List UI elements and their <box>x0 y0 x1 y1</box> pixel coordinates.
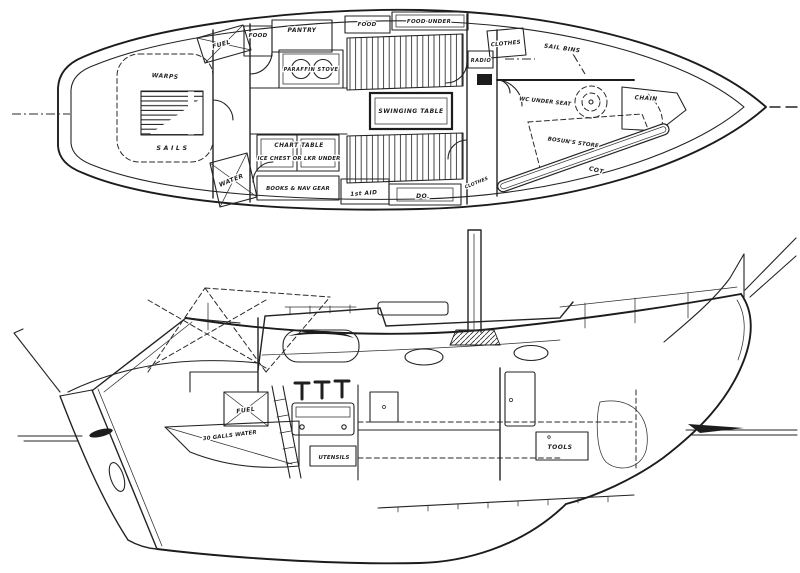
transom-counter <box>92 317 187 391</box>
label-paraffin-stove: PARAFFIN STOVE <box>284 67 339 73</box>
fuel-locker-profile <box>223 391 269 427</box>
profile-keel <box>156 503 567 565</box>
door-arcs <box>212 51 523 183</box>
label-chart-table: CHART TABLE <box>274 143 323 149</box>
cot-tube <box>497 123 670 193</box>
books-nav-locker <box>256 175 340 201</box>
food-locker-mid <box>344 15 391 34</box>
label-chain: CHAIN <box>634 95 657 103</box>
radio-block <box>477 74 492 85</box>
transom-inner <box>103 321 193 393</box>
plan-hull-outer <box>57 8 767 211</box>
label-swinging-table: SWINGING TABLE <box>378 108 444 115</box>
profile-view: FUEL 30 GALLS WATER UTENSILS TOOLS <box>13 229 798 565</box>
saloon-interior <box>357 367 648 481</box>
deck-plan-view: WARPS SAILS WATER FUEL FOOD PANTRY PARAF… <box>12 8 798 211</box>
sail-bags-stack <box>140 90 204 136</box>
sail-bins-leader <box>505 53 586 75</box>
label-radio: RADIO <box>471 58 492 64</box>
label-sail-bins: SAIL BINS <box>544 43 581 54</box>
food-under-locker <box>391 11 469 31</box>
swinging-table-box <box>368 91 454 131</box>
label-utensils: UTENSILS <box>318 455 349 461</box>
stbd-berth-slats <box>346 132 464 184</box>
label-tools: TOOLS <box>548 444 573 451</box>
profile-sheer <box>185 293 742 335</box>
companion-ladder <box>271 385 302 479</box>
galley <box>291 379 357 467</box>
label-food-fwd: FOOD <box>249 33 268 39</box>
stem-doubling <box>736 299 745 361</box>
water-tank-profile <box>164 420 300 468</box>
label-clothes-stbd: CLOTHES <box>464 175 490 190</box>
cockpit-seat <box>189 371 259 393</box>
label-fuel-plan: FUEL <box>212 39 232 51</box>
mast <box>449 229 501 346</box>
chain-lead <box>647 93 663 127</box>
coachroof <box>257 301 574 371</box>
water-tank-plan <box>209 152 258 208</box>
pulpit-lifelines <box>559 237 797 343</box>
cockpit-awning-frame <box>147 287 331 373</box>
wc-under-seat-circles <box>574 85 608 119</box>
label-ice-chest: ICE CHEST OR LKR UNDER <box>258 156 341 162</box>
forepeak-seat <box>596 400 648 469</box>
aft-deck <box>185 317 241 324</box>
label-sails: SAILS <box>156 145 189 152</box>
bow-waterline-shadow <box>688 424 744 433</box>
do-locker <box>388 183 462 206</box>
profile-labels: FUEL 30 GALLS WATER UTENSILS TOOLS <box>201 405 573 463</box>
label-clothes-port: CLOTHES <box>491 40 522 49</box>
label-warps: WARPS <box>151 72 178 81</box>
label-pantry: PANTRY <box>287 27 316 34</box>
label-food-mid: FOOD <box>358 22 377 28</box>
saloon-settee-lines <box>249 87 348 135</box>
label-fuel-profile: FUEL <box>236 406 256 416</box>
label-first-aid: 1st AID <box>350 190 378 198</box>
plan-hull-inner-sheer <box>70 20 745 200</box>
chain-locker <box>621 86 687 132</box>
port-berth-slats <box>346 33 464 91</box>
tiller <box>67 360 259 393</box>
fuel-locker-plan <box>196 24 252 64</box>
utensils-box <box>309 445 357 467</box>
label-books-nav: BOOKS & NAV GEAR <box>266 186 330 192</box>
label-water-tank: 30 GALLS WATER <box>203 430 258 443</box>
waterline <box>17 429 798 442</box>
label-wc-under-seat: WC UNDER SEAT <box>519 96 573 108</box>
radio-shelf <box>467 50 494 69</box>
ballast-keel-line <box>377 494 635 513</box>
tools-box <box>535 431 589 461</box>
label-bosuns-store: BOSUN'S STORE <box>547 136 599 149</box>
profile-stem-bow <box>565 293 752 505</box>
clothes-locker-port <box>486 27 527 59</box>
pantry-locker <box>271 19 333 53</box>
label-do: DO. <box>416 193 430 200</box>
label-food-under: FOOD UNDER <box>407 19 451 25</box>
rudder <box>59 388 163 550</box>
ensign-staff <box>13 328 61 393</box>
label-water: WATER <box>218 173 245 189</box>
paraffin-stove <box>278 49 344 89</box>
chart-table-unit <box>256 134 340 172</box>
